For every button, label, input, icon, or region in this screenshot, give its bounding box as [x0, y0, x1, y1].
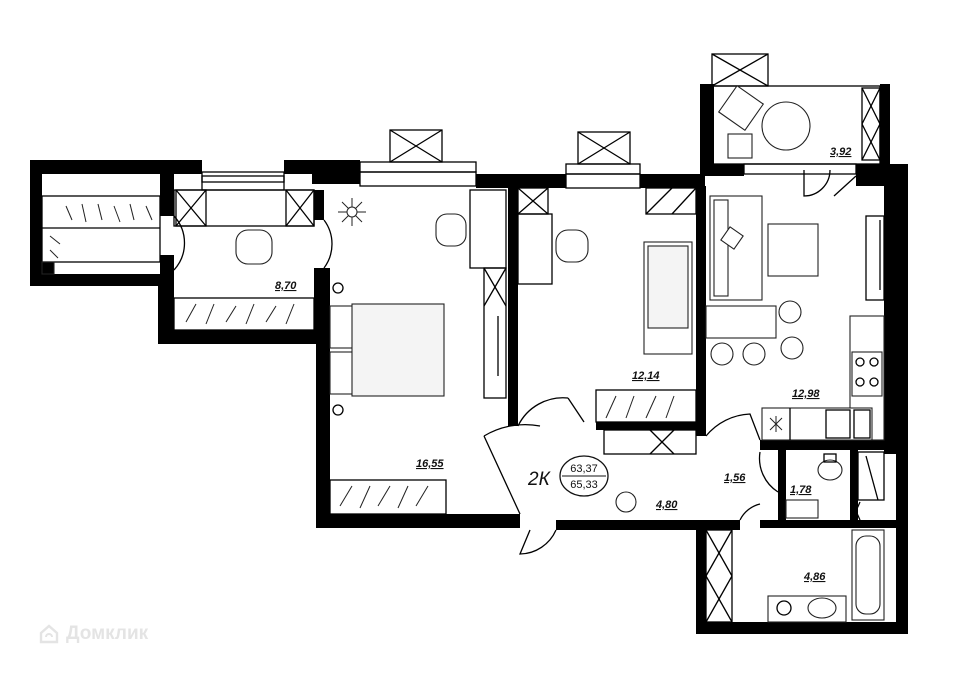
apartment-type-label: 2К	[527, 469, 552, 490]
room-area-corridor: 1,56	[724, 472, 746, 484]
room-area-wc: 1,78	[790, 484, 812, 496]
room-area-balcony: 3,92	[830, 146, 851, 158]
watermark: Домклик	[38, 623, 148, 645]
wardrobe-wing	[41, 189, 333, 331]
walls	[30, 84, 908, 634]
living-area: 65,33	[570, 479, 598, 491]
house-logo-icon	[39, 624, 59, 644]
fan-icon	[769, 416, 783, 432]
room-area-second-room: 12,14	[632, 370, 660, 382]
room-area-bathroom: 4,86	[803, 571, 826, 583]
room-area-storage: 8,70	[275, 280, 297, 292]
second-room	[517, 187, 697, 455]
kitchen-living	[705, 195, 885, 441]
room-area-bedroom: 16,55	[416, 458, 444, 470]
watermark-text: Домклик	[66, 623, 149, 644]
plant-icon	[338, 198, 366, 226]
room-area-hall: 4,80	[655, 499, 678, 511]
room-area-kitchen: 12,98	[792, 388, 820, 400]
bathroom	[705, 529, 885, 623]
total-area: 63,37	[570, 463, 598, 475]
wc	[785, 451, 885, 521]
balcony	[711, 84, 881, 197]
hall	[483, 413, 779, 555]
bedroom	[329, 189, 507, 515]
area-badge: 63,37 65,33	[559, 455, 609, 497]
apartment-type: 2К	[527, 469, 552, 490]
room-labels: 8,70 16,55 12,14 3,92 12,98 1,56 1,78 4,…	[275, 146, 851, 583]
